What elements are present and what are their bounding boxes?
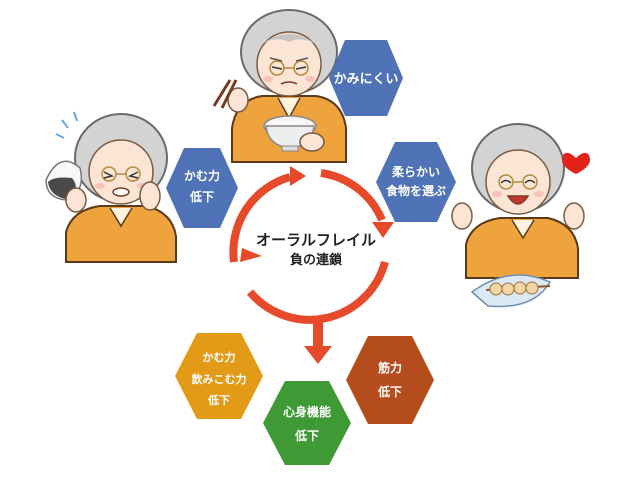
hex-physical-mental-decline-shape bbox=[263, 381, 351, 465]
elderly-woman-eating-rice bbox=[212, 9, 347, 163]
hex-chewing-difficulty-line-1: かみにくい bbox=[334, 72, 399, 87]
hex-choose-soft-food-line-2: 食物を選ぶ bbox=[385, 183, 446, 198]
down-arrow-head bbox=[304, 346, 332, 364]
cycle-arrow-arc-bottom bbox=[246, 260, 389, 324]
cycle-arrow-arc-left bbox=[229, 173, 292, 263]
hex-chew-swallow-decline-line-3: 低下 bbox=[207, 393, 230, 407]
center-subtitle: 負の連鎖 bbox=[290, 252, 343, 268]
cycle-arrow-arc-top bbox=[320, 169, 386, 222]
heart-icon bbox=[562, 152, 590, 174]
hex-chewing-power-decline-upper-shape bbox=[166, 148, 238, 228]
hex-chew-swallow-decline-line-2: 飲みこむ力 bbox=[191, 372, 247, 386]
sweat-drops-icon bbox=[55, 111, 78, 139]
hex-chewing-power-decline-upper-line-1: かむ力 bbox=[184, 168, 220, 183]
elderly-woman-jaw-pain bbox=[45, 111, 177, 263]
hex-chew-swallow-decline-shape bbox=[175, 333, 263, 419]
cycle-arrow bbox=[229, 169, 389, 324]
hex-chewing-power-decline-upper: かむ力 低下 bbox=[166, 148, 238, 228]
cycle-arrow-heads bbox=[240, 166, 394, 262]
cycle-arrow-head-left bbox=[240, 248, 262, 262]
chopsticks-icon bbox=[212, 79, 238, 109]
down-arrow bbox=[304, 322, 332, 364]
hex-choose-soft-food-line-1: 柔らかい bbox=[391, 164, 440, 179]
hex-chew-swallow-decline-line-1: かむ力 bbox=[203, 350, 236, 364]
hex-physical-mental-decline-line-2: 低下 bbox=[294, 428, 319, 443]
hex-muscle-decline-line-2: 低下 bbox=[377, 384, 402, 399]
hex-muscle-decline: 筋力 低下 bbox=[346, 336, 434, 424]
hex-chew-swallow-decline: かむ力 飲みこむ力 低下 bbox=[175, 333, 263, 419]
hex-choose-soft-food-shape bbox=[376, 142, 456, 222]
cycle-arrow-head-right bbox=[372, 222, 394, 238]
elderly-woman-happy-soft-food bbox=[451, 123, 590, 308]
hex-chewing-difficulty: かみにくい bbox=[329, 40, 403, 116]
down-arrow-shaft bbox=[313, 322, 323, 346]
dango-plate-icon bbox=[470, 274, 552, 308]
center-title: オーラルフレイル bbox=[256, 231, 376, 249]
hex-choose-soft-food: 柔らかい 食物を選ぶ bbox=[376, 142, 456, 222]
hex-chewing-difficulty-shape bbox=[329, 40, 403, 116]
hex-physical-mental-decline-line-1: 心身機能 bbox=[283, 404, 331, 419]
hex-physical-mental-decline: 心身機能 低下 bbox=[263, 381, 351, 465]
hex-muscle-decline-shape bbox=[346, 336, 434, 424]
cycle-arrow-head-top bbox=[290, 166, 306, 186]
hex-chewing-power-decline-upper-line-2: 低下 bbox=[189, 189, 214, 204]
hex-muscle-decline-line-1: 筋力 bbox=[377, 360, 402, 375]
